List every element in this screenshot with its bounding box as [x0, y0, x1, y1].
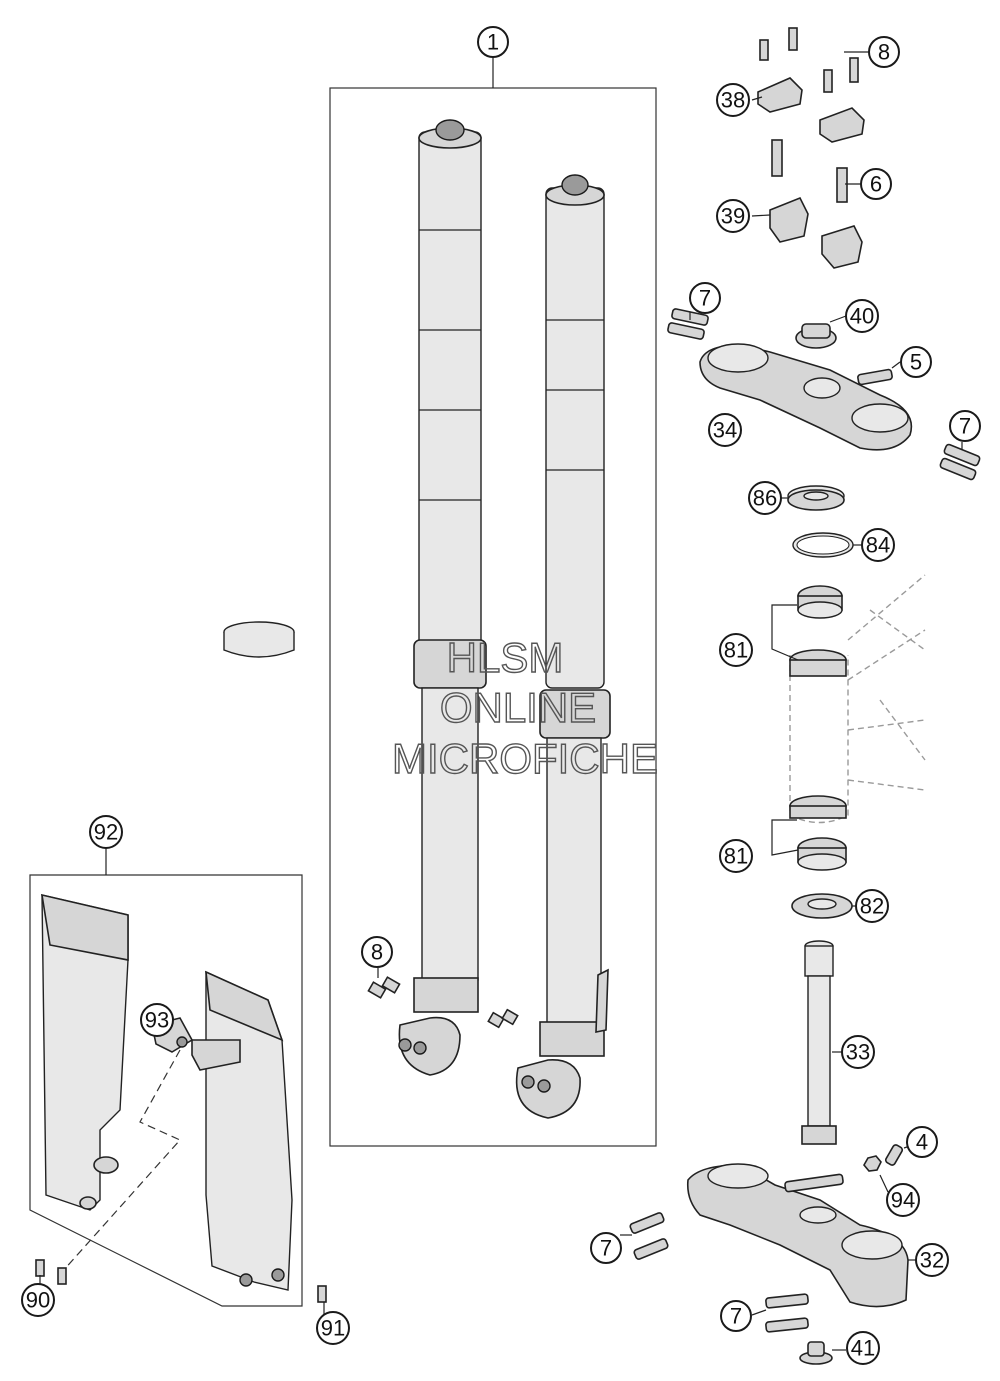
- lower-seal: [791, 893, 853, 919]
- callout-92: 92: [89, 815, 123, 849]
- svg-text:81: 81: [724, 844, 748, 869]
- callout-84: 84: [861, 528, 895, 562]
- bearing-races: [789, 649, 847, 819]
- callout-8-fork: 8: [361, 936, 393, 968]
- svg-text:7: 7: [730, 1304, 742, 1329]
- svg-text:41: 41: [851, 1336, 875, 1361]
- svg-text:HLSM: HLSM: [447, 634, 564, 681]
- callout-40: 40: [845, 299, 879, 333]
- callout-41: 41: [846, 1331, 880, 1365]
- svg-text:ONLINE: ONLINE: [440, 684, 596, 731]
- svg-text:92: 92: [94, 820, 118, 845]
- svg-text:7: 7: [699, 286, 711, 311]
- callout-90: 90: [21, 1283, 55, 1317]
- svg-text:84: 84: [866, 533, 890, 558]
- cap-nut: [795, 323, 837, 349]
- svg-text:93: 93: [145, 1008, 169, 1033]
- fork-clamp-bolts: [367, 976, 519, 1029]
- callout-93: 93: [140, 1003, 174, 1037]
- callout-34: 34: [708, 413, 742, 447]
- svg-text:7: 7: [959, 414, 971, 439]
- spacer-ring: [223, 621, 295, 658]
- handlebar-clamp-upper: [757, 77, 865, 143]
- callout-6: 6: [860, 168, 892, 200]
- svg-text:90: 90: [26, 1288, 50, 1313]
- svg-text:5: 5: [910, 350, 922, 375]
- fork-guard-right: [191, 970, 293, 1291]
- fork-guard-frame: [29, 874, 303, 1307]
- callout-1: 1: [477, 26, 509, 58]
- fork-leg-right: [515, 174, 611, 1119]
- callout-33: 33: [841, 1035, 875, 1069]
- callout-32: 32: [915, 1243, 949, 1277]
- callout-39: 39: [716, 199, 750, 233]
- o-ring: [792, 532, 854, 558]
- callout-5: 5: [900, 346, 932, 378]
- svg-text:82: 82: [860, 894, 884, 919]
- svg-text:7: 7: [600, 1236, 612, 1261]
- callout-7-lower-left: 7: [590, 1232, 622, 1264]
- callout-7-lower-right: 7: [720, 1300, 752, 1332]
- svg-text:1: 1: [487, 30, 499, 55]
- lower-clamp-hardware: [629, 1144, 904, 1365]
- upper-triple-clamp: [667, 308, 981, 481]
- svg-text:8: 8: [878, 40, 890, 65]
- callout-82: 82: [855, 889, 889, 923]
- steering-stem: [801, 940, 837, 1145]
- svg-text:91: 91: [321, 1316, 345, 1341]
- fork-leg-left: [398, 119, 487, 1076]
- svg-text:40: 40: [850, 304, 874, 329]
- watermark: HLSM ONLINE MICROFICHE: [391, 633, 658, 782]
- svg-text:8: 8: [371, 940, 383, 965]
- fork-guard-left: [41, 893, 129, 1211]
- svg-text:34: 34: [713, 418, 737, 443]
- svg-text:6: 6: [870, 172, 882, 197]
- svg-text:38: 38: [721, 88, 745, 113]
- callout-81-upper: 81: [719, 633, 753, 667]
- steering-bearing-lower: [797, 837, 847, 871]
- svg-text:MICROFICHE: MICROFICHE: [392, 735, 658, 782]
- svg-text:94: 94: [891, 1188, 915, 1213]
- callout-86: 86: [748, 481, 782, 515]
- callout-38: 38: [716, 83, 750, 117]
- callout-81-lower: 81: [719, 839, 753, 873]
- svg-text:86: 86: [753, 486, 777, 511]
- svg-text:32: 32: [920, 1248, 944, 1273]
- dust-seal: [787, 485, 845, 511]
- lower-triple-clamp: [686, 1163, 909, 1308]
- callout-8-top: 8: [868, 36, 900, 68]
- svg-text:81: 81: [724, 638, 748, 663]
- svg-text:4: 4: [916, 1130, 928, 1155]
- svg-text:39: 39: [721, 204, 745, 229]
- callout-4: 4: [906, 1126, 938, 1158]
- callout-7-upper-right: 7: [949, 410, 981, 442]
- handlebar-clamp-bolts: [759, 27, 859, 203]
- svg-text:33: 33: [846, 1040, 870, 1065]
- callout-7-upper-left: 7: [689, 282, 721, 314]
- callout-94: 94: [886, 1183, 920, 1217]
- steering-bearing-upper: [797, 585, 843, 619]
- callout-91: 91: [316, 1311, 350, 1345]
- handlebar-clamp-lower: [769, 196, 863, 269]
